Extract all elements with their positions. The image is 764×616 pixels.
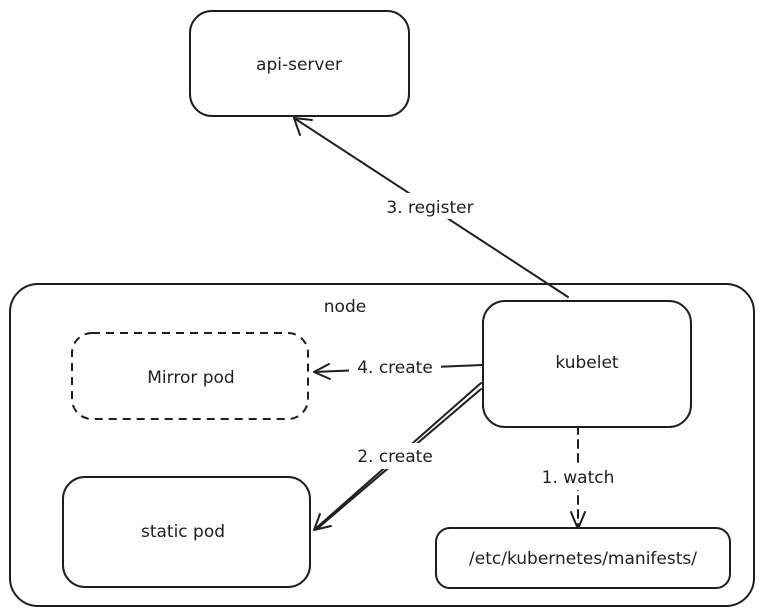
manifests-label: /etc/kubernetes/manifests/ — [469, 549, 697, 569]
create-mirror-arrowhead-icon — [313, 363, 331, 380]
mirror-pod-box — [71, 332, 309, 420]
api-server-box — [189, 10, 410, 117]
register-label: 3. register — [386, 198, 473, 218]
mirror-pod-label: Mirror pod — [147, 368, 234, 388]
node-container — [9, 283, 755, 607]
watch-label-bg — [534, 464, 622, 490]
node-label: node — [324, 297, 366, 317]
watch-label: 1. watch — [542, 468, 615, 488]
create-mirror-label-bg — [349, 356, 441, 380]
kubelet-label: kubelet — [555, 353, 619, 373]
create-static-label: 2. create — [357, 447, 433, 467]
register-arrowhead-icon — [293, 117, 313, 136]
static-pod-label: static pod — [141, 522, 225, 542]
kubelet-box — [482, 300, 692, 428]
static-pod-box — [62, 476, 311, 588]
create-mirror-label: 4. create — [357, 358, 433, 378]
create-static-arrowhead-icon — [313, 513, 332, 531]
create-static-label-bg — [348, 443, 442, 469]
manifests-box — [435, 527, 731, 589]
watch-arrowhead-icon — [570, 511, 586, 530]
api-server-label: api-server — [256, 55, 342, 75]
register-label-bg — [372, 193, 484, 219]
